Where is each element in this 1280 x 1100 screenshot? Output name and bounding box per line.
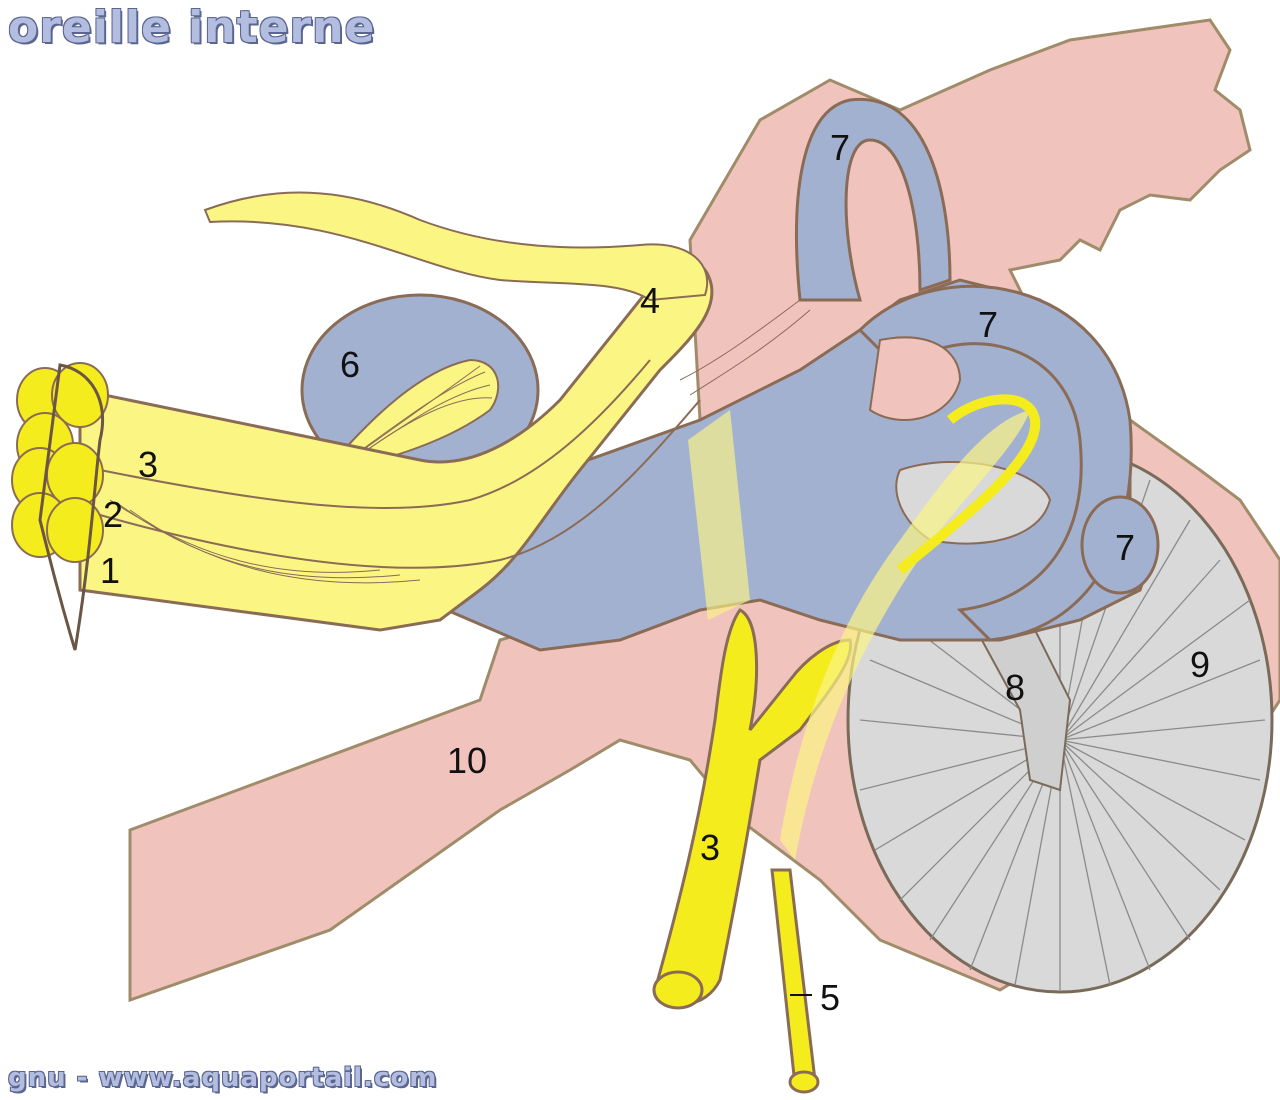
dura-edge bbox=[38, 363, 105, 651]
label-9: 9 bbox=[1190, 644, 1210, 685]
label-1: 1 bbox=[100, 550, 120, 591]
fiber-lines bbox=[344, 365, 493, 463]
label-10: 10 bbox=[447, 740, 487, 781]
label-2: 2 bbox=[103, 494, 123, 535]
diagram-title: oreille interne bbox=[8, 2, 376, 53]
descending-nerve bbox=[653, 608, 853, 1006]
label-4: 4 bbox=[640, 280, 660, 321]
fiber-texture bbox=[109, 299, 811, 584]
fiber-bundle bbox=[334, 358, 500, 472]
label-5: 5 bbox=[820, 977, 840, 1018]
canal-opening bbox=[868, 336, 962, 421]
translucent-nerve bbox=[688, 410, 750, 620]
credit-text: gnu - www.aquaportail.com bbox=[8, 1063, 438, 1093]
nerve-trunk bbox=[78, 261, 714, 632]
label-7-top: 7 bbox=[830, 127, 850, 168]
posterior-semicircular-canal bbox=[857, 284, 1133, 642]
label-6: 6 bbox=[340, 344, 360, 385]
chorda-cut-end bbox=[788, 1070, 820, 1094]
label-8: 8 bbox=[1005, 667, 1025, 708]
superior-semicircular-canal bbox=[795, 97, 952, 302]
label-7-right: 7 bbox=[1115, 527, 1135, 568]
nerve-separators bbox=[99, 359, 701, 569]
lateral-canal-ampulla bbox=[1080, 495, 1160, 595]
chorda-tympani bbox=[770, 868, 817, 1087]
nerve-loop bbox=[896, 394, 1041, 574]
label-3-bottom: 3 bbox=[700, 827, 720, 868]
nerve-cut-ends bbox=[11, 362, 109, 563]
label-3-left: 3 bbox=[138, 444, 158, 485]
label-7-mid: 7 bbox=[978, 304, 998, 345]
facial-nerve-branch bbox=[203, 191, 709, 302]
nerve-cut-end-bottom bbox=[652, 970, 704, 1010]
